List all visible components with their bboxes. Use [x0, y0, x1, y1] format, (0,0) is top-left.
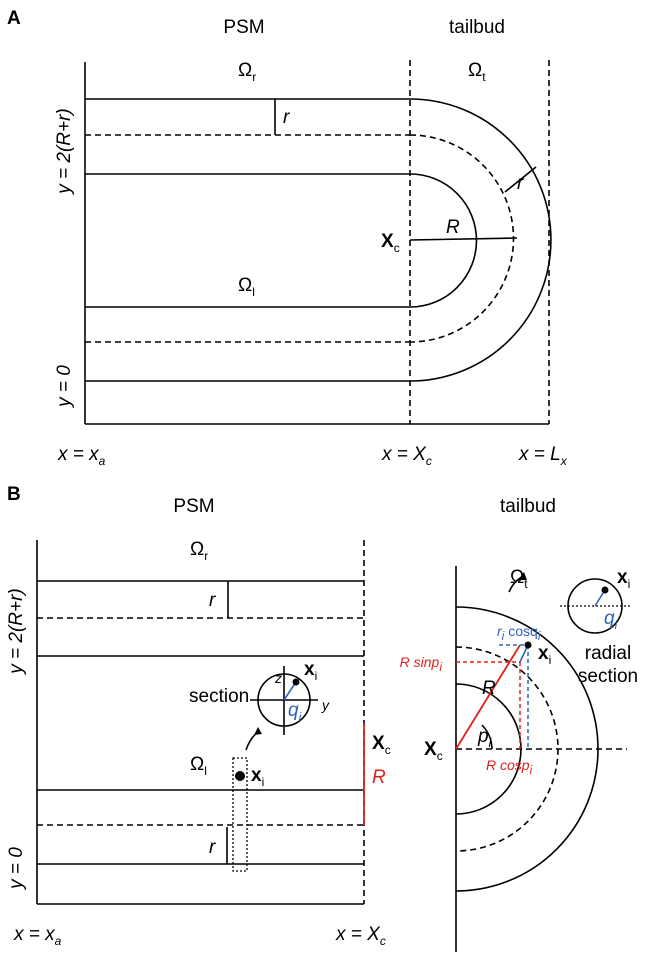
panel-b-section-arrow-head	[254, 727, 262, 735]
panel-b-tailbud-inner-arc	[455, 683, 522, 815]
panel-a-omega-r: Ωr	[238, 60, 256, 84]
panel-b-header-tailbud: tailbud	[500, 496, 556, 517]
panel-b-omega-r: Ωr	[190, 539, 208, 563]
panel-b-xi-point	[235, 771, 245, 781]
panel-a-omega-t: Ωt	[468, 60, 486, 84]
panel-a: A PSM tailbud Ωr Ωt Ωl r r R Xc y = 2(R+…	[7, 8, 568, 468]
panel-b-tailbud-outer-arc	[455, 606, 599, 892]
panel-b-omega-l: Ωl	[190, 754, 207, 778]
panel-a-r-arc-label: r	[517, 173, 524, 194]
panel-b-psm-R-label: R	[372, 767, 386, 788]
panel-b-section-q-label: qi	[288, 700, 302, 724]
panel-b-tailbud-xi-label: xi	[538, 643, 551, 667]
panel-b-radial-arrow-head	[518, 572, 527, 580]
panel-b-y-bottom-label: y = 0	[6, 847, 27, 891]
panel-b-r-top-label: r	[209, 590, 216, 611]
panel-a-omega-l: Ωl	[238, 275, 255, 299]
panel-a-xc-label: Xc	[381, 231, 400, 255]
panel-b-section-z-label: z	[274, 670, 282, 686]
panel-b-radial-q-label: qi	[604, 608, 618, 632]
panel-a-outer-arc	[409, 98, 552, 382]
panel-a-r-arc-marker	[504, 166, 537, 193]
panel-b-r-bottom-label: r	[209, 837, 216, 858]
panel-b-x-xc-label: x = Xc	[335, 924, 386, 948]
panel-b-psm-xc-label: Xc	[372, 733, 391, 757]
panel-b-section-xi-label: xi	[304, 659, 317, 683]
panel-b-p-label: pi	[477, 726, 492, 750]
panel-a-r-label: r	[283, 107, 290, 128]
panel-b-tailbud-xc-label: Xc	[424, 739, 443, 763]
panel-b-tailbud-R-label: R	[482, 678, 496, 699]
panel-a-x-xc-label: x = Xc	[381, 444, 432, 468]
panel-b-omega-t: Ωt	[510, 567, 528, 591]
panel-a-inner-arc	[409, 173, 478, 308]
panel-b-tailbud-xi-point	[524, 641, 532, 649]
panel-a-x-xa-label: x = xa	[57, 444, 106, 468]
panel-b-xi-label: xi	[251, 765, 264, 789]
panel-a-y-bottom-label: y = 0	[54, 365, 75, 409]
panel-a-header-tailbud: tailbud	[449, 17, 505, 38]
panel-b-radial-xi-point	[601, 586, 609, 594]
panel-b-r-cos-label: ri cosqi	[497, 623, 541, 643]
panel-b-tailbud-mid-arc	[455, 646, 559, 852]
panel-b-section-y-label: y	[321, 697, 330, 713]
panel-b-R-sin-label: R sinpi	[400, 654, 443, 674]
panel-b-p-angle-arc	[481, 724, 493, 750]
panel-b-section-box	[232, 757, 248, 872]
panel-a-y-top-label: y = 2(R+r)	[54, 108, 75, 196]
panel-a-x-lx-label: x = Lx	[518, 444, 568, 468]
panel-a-header-psm: PSM	[223, 17, 264, 38]
panel-b-header-psm: PSM	[173, 496, 214, 517]
panel-b-section-xi-point	[292, 678, 300, 686]
panel-b-radial-xi-label: xi	[617, 567, 630, 591]
panel-a-R-radius	[409, 237, 518, 241]
panel-b: B PSM tailbud Ωr Ωl r r xi section	[6, 484, 638, 952]
panel-b-radial-label-line1: radial	[585, 643, 631, 664]
panel-b-section-label: section	[189, 686, 249, 707]
panel-b-R-cos-label: R cospi	[486, 757, 533, 777]
panel-b-y-top-label: y = 2(R+r)	[6, 588, 27, 676]
panel-b-tailbud-R-line	[455, 644, 521, 750]
panel-b-label: B	[7, 484, 21, 505]
panel-b-section-q-line	[283, 681, 297, 701]
panel-b-radial-label-line2: section	[578, 666, 638, 687]
panel-b-x-xa-label: x = xa	[13, 924, 62, 948]
panel-a-R-label: R	[446, 217, 460, 238]
panel-a-label: A	[7, 8, 21, 29]
